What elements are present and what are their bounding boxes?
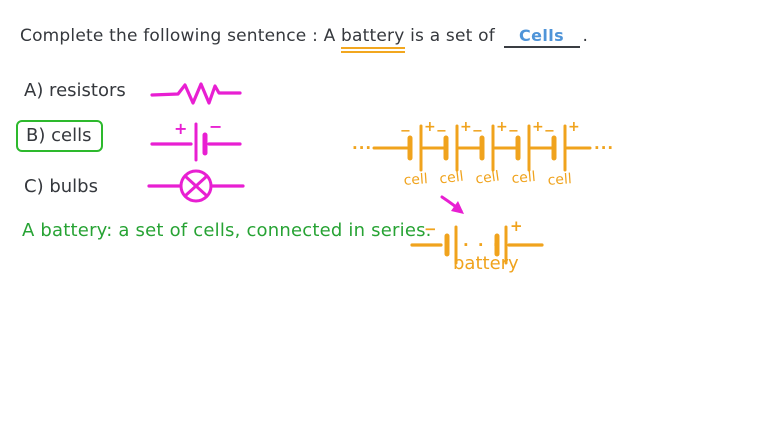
option-b[interactable]: B) cells [16, 120, 104, 152]
cells-chain-diagram: ··· − + − + − + − + − + ··· cell [352, 119, 614, 188]
cell-plus-sign: + [174, 119, 187, 138]
correct-answer-box: B) cells [16, 120, 104, 152]
definition-text: A battery: a set of cells, connected in … [22, 220, 432, 241]
chain-ellipsis-right: ··· [594, 139, 614, 157]
battery-plus-sign: + [510, 218, 523, 235]
answer-text: Cells [518, 26, 565, 45]
option-b-label: B) cells [26, 125, 92, 146]
question-middle: is a set of [410, 26, 495, 46]
chain-plus-1: + [424, 119, 436, 135]
bulb-symbol-icon [147, 169, 245, 203]
chain-minus-3: − [472, 124, 483, 139]
question-prefix: Complete the following sentence : A [20, 26, 336, 46]
underlined-word-battery: battery [341, 26, 405, 53]
option-a[interactable]: A) resistors [24, 80, 126, 101]
arrow-icon [440, 195, 464, 214]
chain-plus-3: + [496, 119, 508, 135]
question-sentence: Complete the following sentence : A batt… [20, 26, 620, 53]
option-c-label: C) bulbs [24, 176, 98, 197]
chain-plus-5: + [568, 119, 580, 135]
battery-symbol-diagram: − · · · + [410, 218, 544, 265]
resistor-symbol-icon [150, 82, 242, 105]
chain-plus-2: + [460, 119, 472, 135]
chain-plus-4: + [532, 119, 544, 135]
chain-minus-4: − [508, 124, 519, 139]
chain-cell-label-3: cell [474, 168, 500, 187]
question-period: . [582, 26, 589, 46]
chain-cell-label-5: cell [547, 171, 572, 188]
option-a-label: A) resistors [24, 80, 126, 101]
chain-cell-label-4: cell [511, 169, 536, 187]
chain-ellipsis-left: ··· [352, 139, 372, 157]
chain-minus-2: − [436, 124, 447, 139]
cell-minus-sign: − [209, 118, 222, 136]
answer-blank: Cells [503, 26, 580, 48]
chain-minus-5: − [544, 124, 555, 139]
chain-minus-1: − [400, 124, 411, 139]
cell-symbol-icon: + − [150, 118, 242, 162]
option-c[interactable]: C) bulbs [24, 176, 98, 197]
battery-label: battery [453, 253, 519, 274]
chain-cell-label-1: cell [403, 171, 428, 188]
battery-dots: · · · [463, 236, 501, 254]
battery-minus-sign: − [424, 220, 437, 238]
chain-cell-label-2: cell [439, 169, 465, 188]
